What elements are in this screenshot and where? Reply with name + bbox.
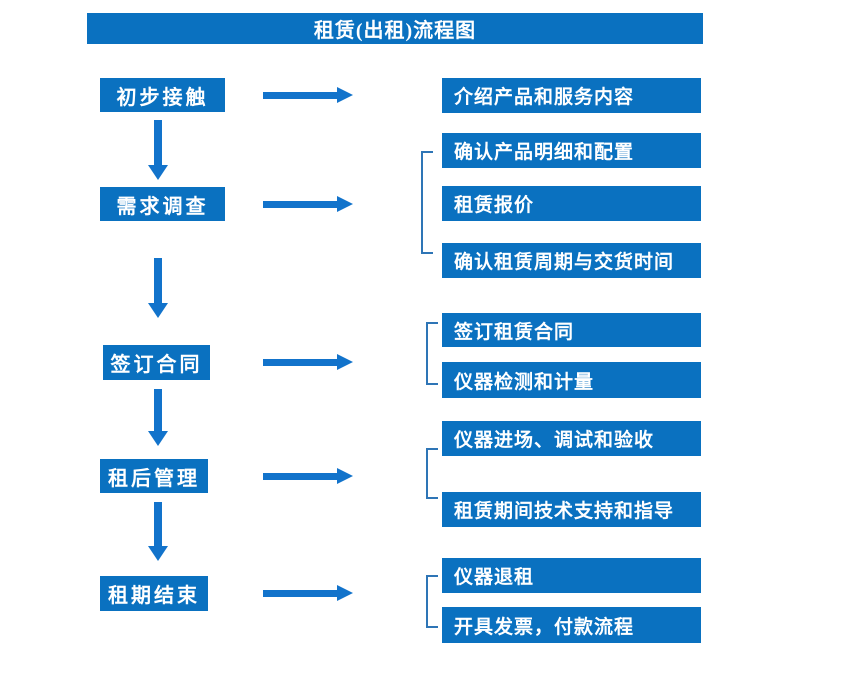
bracket-demand-survey-outputs xyxy=(421,151,433,254)
down-arrow-head xyxy=(148,546,168,561)
right-arrow-head xyxy=(337,196,353,212)
right-arrow-shaft xyxy=(263,473,337,480)
bracket-rental-end-outputs xyxy=(426,575,438,628)
right-arrow-shaft xyxy=(263,590,337,597)
down-arrow-1 xyxy=(148,120,168,180)
down-arrow-head xyxy=(148,303,168,318)
right-arrow-head xyxy=(337,87,353,103)
down-arrow-head xyxy=(148,165,168,180)
output-box-technical-support: 租赁期间技术支持和指导 xyxy=(442,492,701,527)
output-box-invoice-payment: 开具发票，付款流程 xyxy=(442,607,701,643)
right-arrow-1 xyxy=(263,87,353,103)
step-box-sign-contract: 签订合同 xyxy=(103,345,210,380)
bracket-sign-contract-outputs xyxy=(426,322,438,385)
right-arrow-5 xyxy=(263,585,353,601)
right-arrow-shaft xyxy=(263,92,337,99)
right-arrow-head xyxy=(337,354,353,370)
step-box-demand-survey: 需求调查 xyxy=(100,187,225,221)
down-arrow-head xyxy=(148,431,168,446)
step-box-rental-end: 租期结束 xyxy=(100,576,208,611)
right-arrow-shaft xyxy=(263,201,337,208)
page-title: 租赁(出租)流程图 xyxy=(313,20,477,42)
bracket-post-rental-outputs xyxy=(426,448,438,499)
step-box-post-rental-management: 租后管理 xyxy=(100,459,208,493)
output-box-instrument-setup: 仪器进场、调试和验收 xyxy=(442,421,701,456)
down-arrow-4 xyxy=(148,502,168,561)
title-bar: 租赁(出租)流程图 xyxy=(87,13,703,44)
output-box-introduce-products: 介绍产品和服务内容 xyxy=(442,78,701,113)
output-box-instrument-inspection: 仪器检测和计量 xyxy=(442,362,701,398)
down-arrow-2 xyxy=(148,258,168,318)
right-arrow-head xyxy=(337,585,353,601)
output-box-confirm-rental-period: 确认租赁周期与交货时间 xyxy=(442,243,701,278)
down-arrow-shaft xyxy=(154,120,162,166)
right-arrow-head xyxy=(337,468,353,484)
right-arrow-4 xyxy=(263,468,353,484)
right-arrow-shaft xyxy=(263,359,337,366)
output-box-instrument-return: 仪器退租 xyxy=(442,558,701,593)
output-box-confirm-product-details: 确认产品明细和配置 xyxy=(442,133,701,168)
output-box-rental-quote: 租赁报价 xyxy=(442,186,701,221)
down-arrow-shaft xyxy=(154,258,162,304)
down-arrow-3 xyxy=(148,389,168,446)
step-box-initial-contact: 初步接触 xyxy=(100,78,225,112)
right-arrow-2 xyxy=(263,196,353,212)
down-arrow-shaft xyxy=(154,502,162,547)
right-arrow-3 xyxy=(263,354,353,370)
output-box-sign-rental-contract: 签订租赁合同 xyxy=(442,313,701,347)
down-arrow-shaft xyxy=(154,389,162,432)
